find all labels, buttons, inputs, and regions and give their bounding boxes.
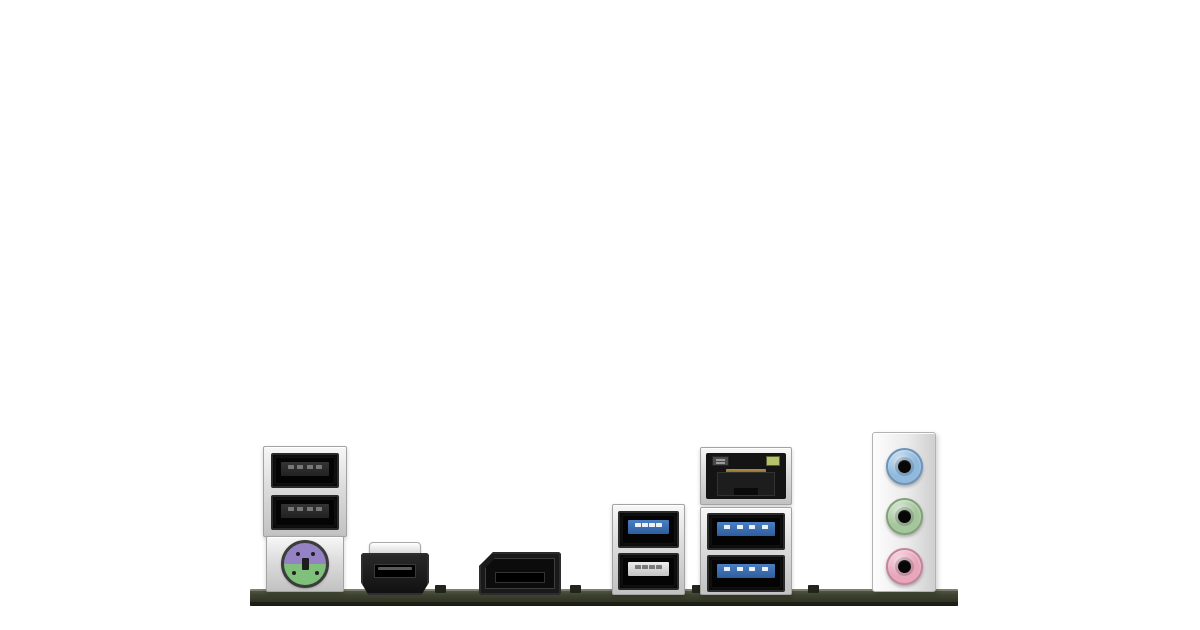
rj45-recess bbox=[717, 472, 775, 496]
usb-cavity bbox=[623, 516, 674, 543]
ps2-pin-hole bbox=[315, 571, 319, 575]
ps2-combo-port bbox=[281, 540, 329, 588]
contact-pin bbox=[288, 507, 294, 511]
usb2-tongue bbox=[281, 462, 329, 476]
usb3-tongue bbox=[717, 522, 775, 536]
usb-contacts bbox=[288, 465, 322, 469]
contact-pin bbox=[306, 507, 313, 511]
contact-pin bbox=[635, 523, 641, 527]
solder-tab bbox=[692, 585, 703, 593]
page-title: Motherboard rear I/O ports panel bbox=[0, 0, 1, 1]
lan-housing bbox=[700, 447, 792, 505]
usb3-port-top-right bbox=[707, 513, 785, 550]
contact-pin bbox=[656, 523, 662, 527]
ps2-green-half bbox=[284, 564, 326, 585]
contact-pin bbox=[649, 565, 655, 569]
usb2-tongue bbox=[281, 504, 329, 518]
contact-pin bbox=[724, 525, 730, 529]
usb-port-bottom-left bbox=[618, 553, 679, 590]
contact-pin bbox=[642, 523, 648, 527]
contact-pin bbox=[315, 507, 322, 511]
displayport-port bbox=[479, 552, 561, 595]
usb-contacts bbox=[635, 565, 662, 569]
contact-pin bbox=[635, 565, 641, 569]
jack-hole bbox=[898, 560, 911, 573]
contact-pin bbox=[297, 465, 304, 469]
rj45-ethernet-port bbox=[706, 453, 786, 499]
usb2-port-top bbox=[271, 453, 339, 488]
hdmi-port bbox=[361, 553, 429, 595]
led-icon-mark bbox=[716, 459, 725, 461]
usb-contacts bbox=[635, 523, 662, 527]
contact-pin bbox=[749, 567, 756, 571]
solder-tab bbox=[570, 585, 581, 593]
usb3-port-top-left bbox=[618, 511, 679, 548]
contact-pin bbox=[736, 567, 743, 571]
jack-hole bbox=[898, 460, 911, 473]
contact-pin bbox=[306, 465, 313, 469]
usb-contacts bbox=[724, 567, 768, 571]
contact-pin bbox=[724, 567, 730, 571]
lan-activity-led bbox=[712, 456, 729, 466]
usb-cavity bbox=[276, 458, 334, 483]
solder-tab bbox=[808, 585, 819, 593]
contact-pin bbox=[315, 465, 322, 469]
rj45-clip-slot bbox=[734, 488, 758, 495]
jack-hole bbox=[898, 510, 911, 523]
contact-pin bbox=[749, 525, 756, 529]
usb-contacts bbox=[288, 507, 322, 511]
usb-contacts bbox=[724, 525, 768, 529]
usb3-port-bottom-right bbox=[707, 555, 785, 592]
hdmi-contacts bbox=[378, 567, 412, 570]
contact-pin bbox=[642, 565, 648, 569]
contact-pin bbox=[656, 565, 662, 569]
contact-pin bbox=[761, 567, 768, 571]
hdmi-slot bbox=[374, 564, 416, 578]
ps2-pin-hole bbox=[292, 571, 296, 575]
usb-cavity bbox=[712, 518, 780, 545]
rj45-gold-contacts bbox=[726, 469, 766, 474]
ps2-pin-hole bbox=[311, 552, 315, 556]
contact-pin bbox=[297, 507, 304, 511]
ps2-purple-half bbox=[284, 543, 326, 564]
contact-pin bbox=[288, 465, 294, 469]
usb-tongue bbox=[628, 562, 669, 576]
usb3-tongue bbox=[717, 564, 775, 578]
lan-link-led bbox=[766, 456, 780, 466]
motherboard-pcb-edge bbox=[250, 585, 958, 606]
contact-pin bbox=[761, 525, 768, 529]
ps2-key-notch bbox=[301, 558, 309, 570]
usb-cavity bbox=[623, 558, 674, 585]
usb3-tongue bbox=[628, 520, 669, 534]
contact-pin bbox=[736, 525, 743, 529]
line-in-jack bbox=[886, 448, 923, 485]
displayport-slot bbox=[495, 572, 545, 583]
usb2-port-bottom bbox=[271, 495, 339, 530]
usb-cavity bbox=[712, 560, 780, 587]
solder-tab bbox=[435, 585, 446, 593]
ps2-pin-hole bbox=[296, 552, 300, 556]
mic-in-jack bbox=[886, 548, 923, 585]
usb-cavity bbox=[276, 500, 334, 525]
displayport-inner-frame bbox=[485, 558, 555, 589]
line-out-jack bbox=[886, 498, 923, 535]
contact-pin bbox=[649, 523, 655, 527]
led-icon-mark bbox=[716, 462, 725, 464]
